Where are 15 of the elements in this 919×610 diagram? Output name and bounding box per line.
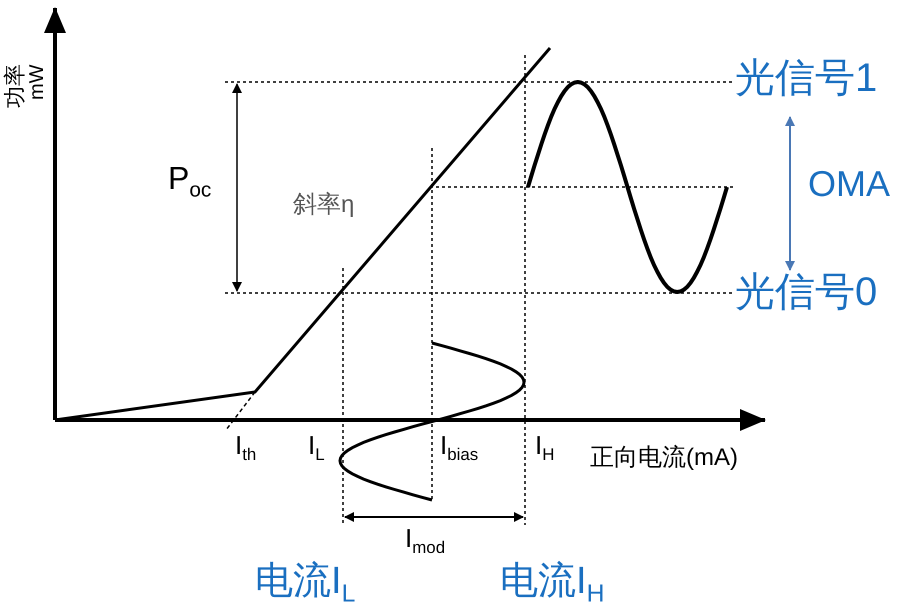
current-label: 电流I$_{L}$ (255, 562, 356, 608)
current-label: 电流I$_{H}$ (500, 562, 604, 608)
dimension-label: P$_{oc}$ (168, 162, 212, 202)
axis-label: 正向电流(mA) (590, 446, 738, 470)
axis-unit: mW (27, 64, 47, 100)
signal-label: 光信号0 (735, 272, 878, 312)
slope-label: 斜率η (293, 193, 354, 217)
signal-label: 光信号1 (735, 58, 878, 98)
tick-label: I$_{th}$ (235, 432, 256, 464)
axis-label: 功率 (4, 64, 26, 108)
tick-label: I$_{bias}$ (440, 432, 478, 464)
tick-label: I$_{H}$ (535, 432, 554, 464)
dimension-label: OMA (808, 166, 890, 202)
dimension-label: I$_{mod}$ (405, 525, 446, 557)
tick-label: I$_{L}$ (308, 432, 325, 464)
